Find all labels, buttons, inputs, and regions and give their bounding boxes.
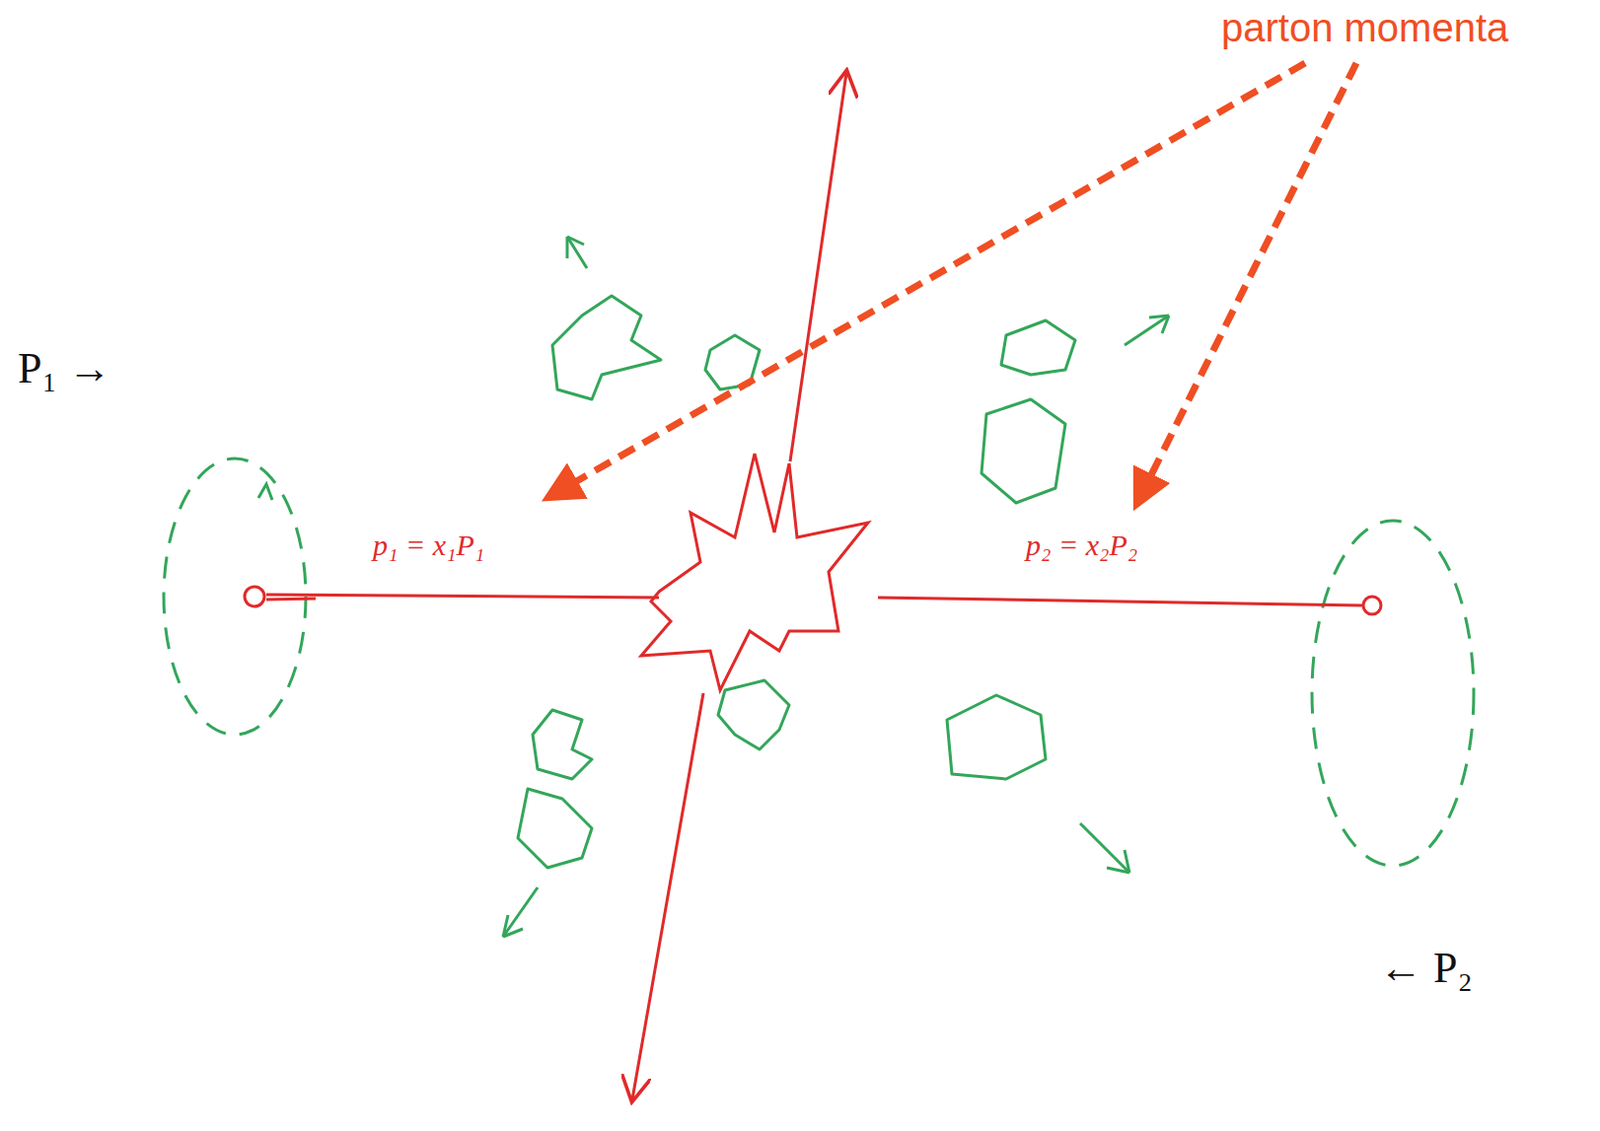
proton-outline [163,458,1474,867]
beam-momentum: P₁ → [17,345,112,393]
parton-momentum: p₁ = x₁P₁ [372,528,485,562]
parton-momentum: p₂ = x₂P₂ [1025,528,1138,562]
beam-momentum: ← P₂ [1379,945,1473,993]
callout-title: parton momenta [1221,5,1509,50]
hadron-fragment [503,236,1169,938]
parton-line [244,72,1382,1100]
callout-arrow [547,63,1357,506]
